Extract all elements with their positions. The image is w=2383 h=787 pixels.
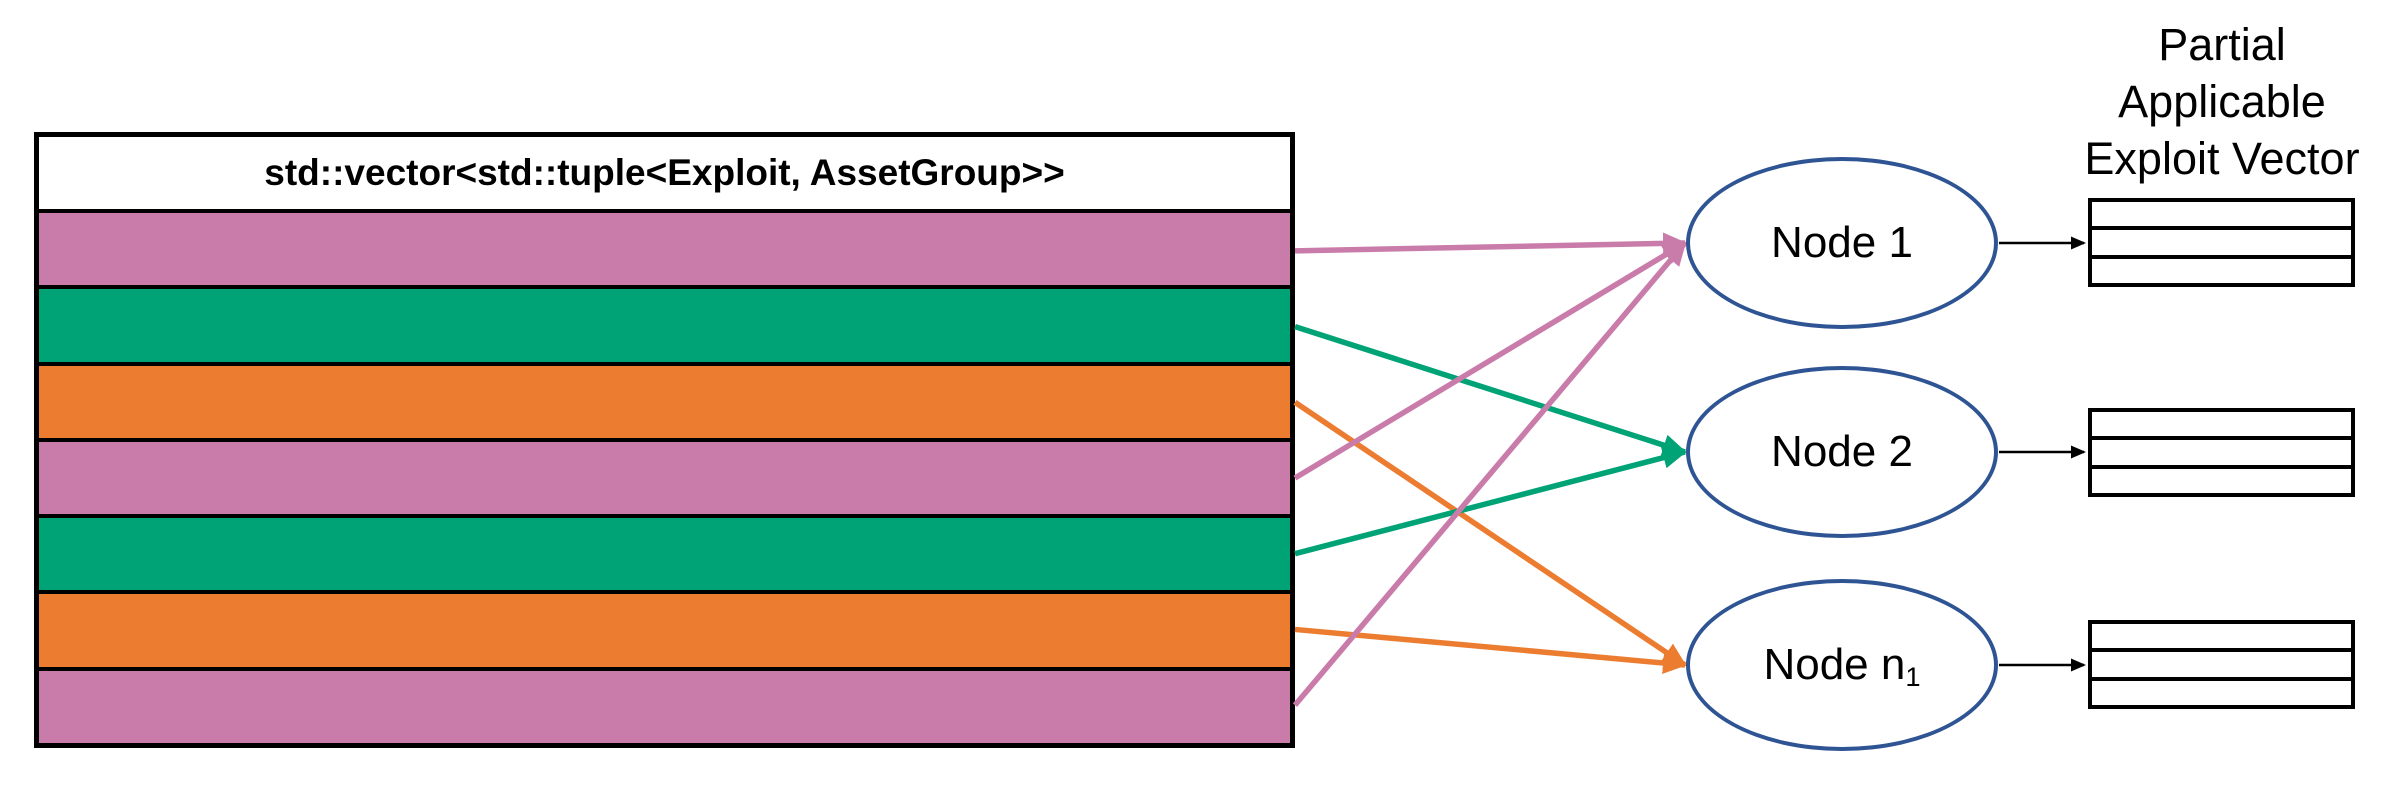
partial-vector-cell xyxy=(2092,648,2351,676)
node-label-1: Node 1 xyxy=(1771,218,1913,268)
partial-exploit-vector-table-1 xyxy=(2088,198,2355,287)
node-label-text: Node n xyxy=(1763,640,1906,689)
node-label-2: Node 2 xyxy=(1771,427,1913,477)
mapping-arrow-row4-to-node1 xyxy=(1293,240,1687,481)
partial-vector-cell xyxy=(2092,412,2351,436)
title-line-1: Partial xyxy=(2158,19,2286,70)
partial-vector-cell xyxy=(2092,624,2351,648)
partial-vector-cell xyxy=(2092,254,2351,283)
title-line-2: Applicable xyxy=(2118,76,2326,127)
mapping-arrow-row5-to-node2 xyxy=(1294,446,1687,557)
partial-vector-cell xyxy=(2092,436,2351,464)
tuple-vector-header: std::vector<std::tuple<Exploit, AssetGro… xyxy=(39,137,1290,213)
node-label-text: Node 2 xyxy=(1771,427,1913,476)
partial-vector-cell xyxy=(2092,464,2351,493)
mapping-arrow-row3-to-node3 xyxy=(1293,400,1687,668)
node-label-3: Node n1 xyxy=(1763,640,1920,690)
node-ellipse-3: Node n1 xyxy=(1686,579,1998,751)
vector-row-1-pink xyxy=(39,213,1290,286)
partial-exploit-vector-table-2 xyxy=(2088,408,2355,497)
vector-row-5-green xyxy=(39,514,1290,591)
partial-vector-cell xyxy=(2092,226,2351,254)
vector-row-6-orange xyxy=(39,590,1290,667)
title-line-3: Exploit Vector xyxy=(2084,133,2360,184)
node-ellipse-1: Node 1 xyxy=(1686,157,1998,329)
node-label-text: Node 1 xyxy=(1771,218,1913,267)
node-ellipse-2: Node 2 xyxy=(1686,366,1998,538)
vector-row-3-orange xyxy=(39,361,1290,438)
partial-vector-cell xyxy=(2092,676,2351,705)
mapping-arrow-row1-to-node1 xyxy=(1294,232,1687,255)
mapping-arrow-row6-to-node3 xyxy=(1294,626,1687,674)
tuple-vector-table: std::vector<std::tuple<Exploit, AssetGro… xyxy=(34,132,1295,748)
vector-row-2-green xyxy=(39,285,1290,362)
node-label-subscript: 1 xyxy=(1905,660,1921,692)
tuple-vector-rows xyxy=(39,213,1290,743)
vector-row-4-pink xyxy=(39,437,1290,515)
mapping-arrow-row7-to-node1 xyxy=(1292,241,1688,707)
partial-vector-cell xyxy=(2092,202,2351,226)
partial-applicable-exploit-vector-title: Partial Applicable Exploit Vector xyxy=(2042,16,2383,187)
mapping-arrow-row2-to-node2 xyxy=(1294,323,1687,456)
partial-exploit-vector-table-3 xyxy=(2088,620,2355,709)
vector-row-7-pink xyxy=(39,666,1290,743)
